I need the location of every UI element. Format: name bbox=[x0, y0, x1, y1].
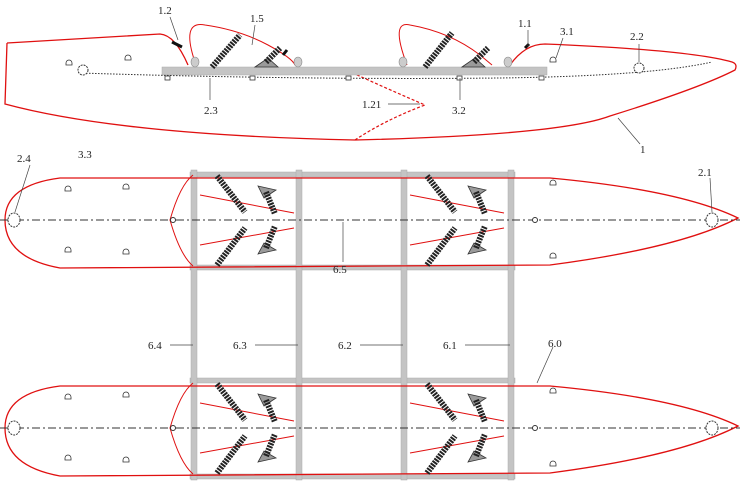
label-1: 1 bbox=[640, 144, 646, 156]
valve-icon bbox=[705, 420, 719, 436]
paddle-icon bbox=[214, 382, 248, 422]
plan-hull-2 bbox=[0, 382, 740, 477]
footrest-icon bbox=[257, 242, 278, 255]
footrest-strap-2 bbox=[471, 45, 491, 65]
crossbar-6-3 bbox=[295, 169, 303, 481]
d-rings bbox=[64, 387, 557, 467]
valve-icon bbox=[7, 420, 21, 436]
footrest-strap-icon bbox=[263, 398, 278, 424]
label-2-1: 2.1 bbox=[698, 167, 712, 179]
footrest-icon bbox=[467, 450, 488, 463]
side-view: 1.2 1.5 1.1 3.1 2.2 2.3 1.21 3.2 1 bbox=[4, 5, 737, 156]
footrest-strap-icon bbox=[263, 432, 278, 458]
paddle-icon bbox=[214, 174, 248, 214]
seat-back-front bbox=[189, 24, 296, 66]
seat-strap-line bbox=[199, 435, 295, 454]
label-6-2: 6.2 bbox=[338, 340, 352, 352]
label-3-2: 3.2 bbox=[452, 105, 466, 117]
valve-icon bbox=[705, 212, 719, 228]
seat-strap-line bbox=[409, 227, 505, 246]
plan-leader-lines bbox=[14, 164, 713, 384]
clip-1-2 bbox=[171, 40, 183, 49]
seat-strap-line bbox=[409, 194, 505, 214]
crossbar-6-2 bbox=[400, 169, 408, 481]
deck-bar bbox=[161, 66, 548, 76]
seat-back-rear bbox=[398, 24, 493, 66]
footrest-strap-1 bbox=[263, 45, 283, 65]
label-1-1: 1.1 bbox=[518, 18, 532, 30]
centerline-point bbox=[532, 425, 538, 431]
footrest-strap-icon bbox=[473, 224, 488, 250]
label-6-0: 6.0 bbox=[548, 338, 562, 350]
footrest-strap-icon bbox=[473, 190, 488, 216]
paddle-icon bbox=[424, 382, 458, 422]
footrest-2 bbox=[460, 57, 487, 68]
seat-strap-line bbox=[199, 194, 295, 214]
crossbar-6-4 bbox=[190, 169, 198, 481]
label-1-2: 1.2 bbox=[158, 5, 172, 17]
centerline-point bbox=[532, 217, 538, 223]
label-6-4: 6.4 bbox=[148, 340, 162, 352]
label-3-3: 3.3 bbox=[78, 149, 92, 161]
plan-hull-outline bbox=[4, 177, 740, 269]
paddle-strap-1 bbox=[209, 33, 243, 69]
label-6-5: 6.5 bbox=[333, 264, 347, 276]
side-leader-lines bbox=[169, 16, 641, 145]
side-d-rings bbox=[65, 54, 557, 81]
centerline-point bbox=[170, 425, 176, 431]
clip-1-5 bbox=[281, 49, 289, 56]
label-3-1: 3.1 bbox=[560, 26, 574, 38]
paddle-icon bbox=[424, 226, 458, 267]
frame-rail-top bbox=[189, 171, 516, 178]
plan-hull-1 bbox=[0, 174, 740, 269]
valve-2-2 bbox=[633, 62, 645, 74]
footrest-icon bbox=[257, 450, 278, 463]
paddle-strap-2 bbox=[422, 31, 455, 69]
paddle-icon bbox=[424, 174, 458, 214]
centerline-point bbox=[170, 217, 176, 223]
paddle-icon bbox=[214, 434, 248, 475]
paddle-icon bbox=[214, 226, 248, 267]
seat-strap-line bbox=[199, 402, 295, 422]
seat-strap-line bbox=[409, 435, 505, 454]
label-6-3: 6.3 bbox=[233, 340, 247, 352]
side-hull-outline bbox=[4, 33, 737, 141]
label-2-3: 2.3 bbox=[204, 105, 218, 117]
frame bbox=[189, 169, 516, 481]
footrest-strap-icon bbox=[263, 224, 278, 250]
footrest-strap-icon bbox=[473, 432, 488, 458]
frame-rail-3 bbox=[189, 377, 516, 384]
fold-line-1-21 bbox=[354, 73, 427, 141]
label-1-21: 1.21 bbox=[362, 99, 381, 111]
footrest-strap-icon bbox=[473, 398, 488, 424]
valve-2-4-side bbox=[77, 64, 89, 76]
footrest-strap-icon bbox=[263, 190, 278, 216]
label-2-2: 2.2 bbox=[630, 31, 644, 43]
seat-strap-line bbox=[199, 227, 295, 246]
d-rings bbox=[64, 179, 557, 259]
plan-hull-outline bbox=[4, 385, 740, 477]
crossbar-6-1 bbox=[507, 169, 515, 481]
footrest-icon bbox=[467, 242, 488, 255]
valve-icon bbox=[7, 212, 21, 228]
seat-strap-line bbox=[409, 402, 505, 422]
paddle-icon bbox=[424, 434, 458, 475]
label-6-1: 6.1 bbox=[443, 340, 457, 352]
label-1-5: 1.5 bbox=[250, 13, 264, 25]
label-2-4: 2.4 bbox=[17, 153, 31, 165]
deck-knobs bbox=[190, 56, 513, 68]
